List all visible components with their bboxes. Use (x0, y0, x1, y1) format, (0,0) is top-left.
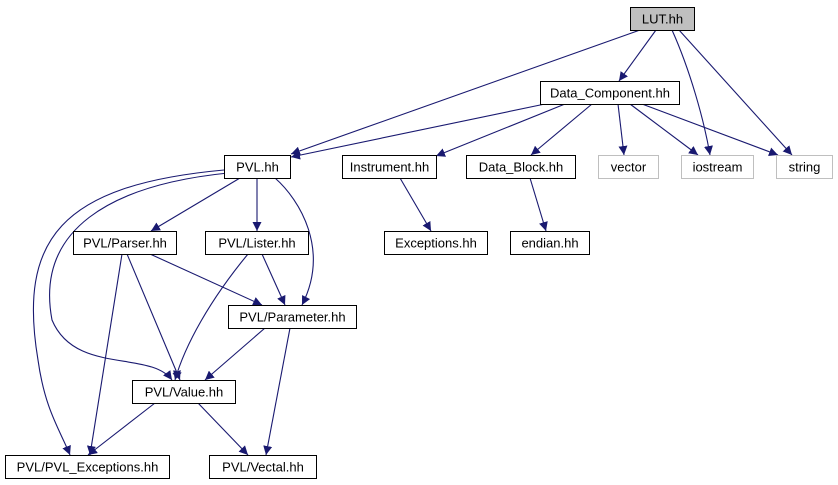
node-box (224, 155, 291, 179)
node-label: PVL/Parser.hh (83, 236, 167, 251)
edge-data-component-to-pvl (290, 103, 546, 160)
node-label: LUT.hh (642, 12, 683, 27)
node-pvl-vectal[interactable]: PVL/Vectal.hh (209, 455, 317, 479)
edge-lut-to-data-component (618, 29, 657, 82)
node-label: PVL/Parameter.hh (239, 310, 345, 325)
node-box (342, 155, 437, 179)
node-box (598, 155, 659, 179)
node-box (205, 231, 309, 255)
node-endian[interactable]: endian.hh (510, 231, 590, 255)
node-data-component[interactable]: Data_Component.hh (540, 81, 680, 105)
node-instrument[interactable]: Instrument.hh (342, 155, 437, 179)
node-box (209, 455, 317, 479)
node-vector: vector (598, 155, 659, 179)
node-label: PVL.hh (236, 160, 279, 175)
edge-pvl-to-pvl-exceptions (32, 169, 225, 456)
node-box (73, 231, 177, 255)
node-label: Data_Block.hh (479, 160, 564, 175)
node-box (540, 81, 680, 105)
node-pvl-parser[interactable]: PVL/Parser.hh (73, 231, 177, 255)
edge-pvl-to-pvl-parameter (274, 177, 314, 306)
node-label: PVL/Lister.hh (218, 236, 295, 251)
node-data-block[interactable]: Data_Block.hh (466, 155, 576, 179)
node-label: Instrument.hh (350, 160, 430, 175)
edge-pvl-lister-to-pvl-parameter (261, 253, 286, 306)
edge-data-component-to-instrument (435, 103, 566, 157)
edge-pvl-parameter-to-pvl-vectal (263, 327, 291, 456)
node-box (776, 155, 833, 179)
node-box (466, 155, 576, 179)
node-box (510, 231, 590, 255)
edge-data-component-to-vector (617, 103, 628, 156)
node-box (132, 380, 236, 404)
edge-pvl-parser-to-pvl-exceptions (86, 253, 123, 456)
node-box (5, 455, 170, 479)
edge-data-block-to-endian (529, 177, 548, 232)
node-label: Exceptions.hh (395, 236, 477, 251)
node-pvl-exceptions[interactable]: PVL/PVL_Exceptions.hh (5, 455, 170, 479)
edge-pvl-value-to-pvl-vectal (197, 402, 249, 456)
edge-pvl-parser-to-pvl-parameter (149, 253, 263, 306)
node-box (681, 155, 754, 179)
node-label: PVL/Vectal.hh (222, 460, 304, 475)
node-box (228, 305, 357, 329)
node-label: vector (611, 160, 647, 175)
node-label: string (789, 160, 821, 175)
node-pvl-value[interactable]: PVL/Value.hh (132, 380, 236, 404)
edge-instrument-to-exceptions (399, 177, 432, 232)
node-box (384, 231, 488, 255)
node-pvl[interactable]: PVL.hh (224, 155, 291, 179)
edge-data-component-to-string (641, 103, 779, 157)
edge-data-component-to-iostream (629, 103, 699, 156)
edge-pvl-value-to-pvl-exceptions (87, 402, 156, 456)
node-label: endian.hh (521, 236, 578, 251)
node-exceptions[interactable]: Exceptions.hh (384, 231, 488, 255)
node-label: iostream (693, 160, 743, 175)
node-label: Data_Component.hh (550, 86, 670, 101)
node-label: PVL/Value.hh (145, 385, 224, 400)
edge-lut-to-pvl (290, 29, 641, 156)
edge-data-component-to-data-block (530, 103, 593, 156)
node-pvl-lister[interactable]: PVL/Lister.hh (205, 231, 309, 255)
edges (32, 29, 793, 456)
edge-pvl-to-pvl-value (49, 172, 229, 381)
edge-lut-to-iostream (671, 29, 713, 156)
node-pvl-parameter[interactable]: PVL/Parameter.hh (228, 305, 357, 329)
edge-pvl-lister-to-pvl-value (173, 253, 249, 381)
edge-pvl-parameter-to-pvl-value (204, 327, 266, 381)
edge-pvl-parser-to-pvl-value (126, 253, 181, 381)
node-lut[interactable]: LUT.hh (630, 7, 695, 31)
edge-pvl-to-pvl-parser (150, 177, 241, 232)
node-iostream: iostream (681, 155, 754, 179)
node-box (630, 7, 695, 31)
node-label: PVL/PVL_Exceptions.hh (17, 460, 159, 475)
edge-lut-to-string (678, 29, 793, 156)
node-string: string (776, 155, 833, 179)
